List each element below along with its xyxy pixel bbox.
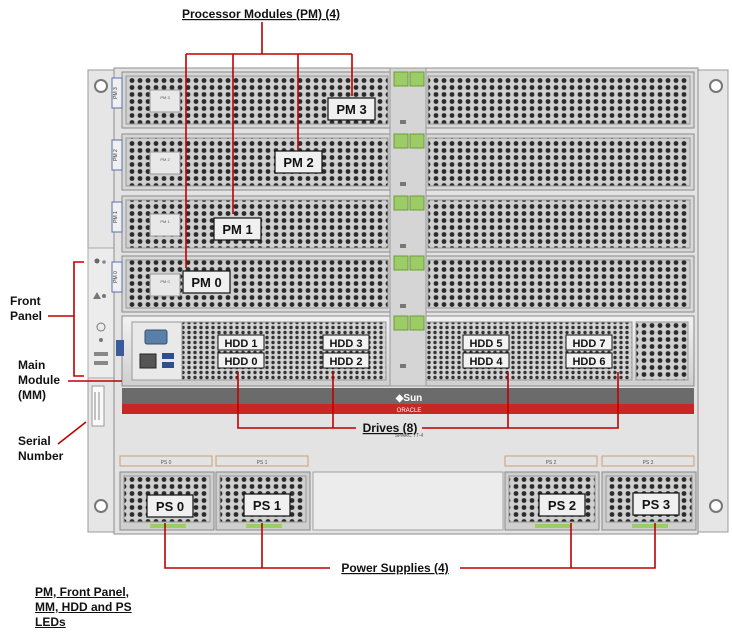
svg-text:PS 0: PS 0 (161, 460, 172, 466)
hdd-tag-hdd6: HDD 6 (565, 352, 613, 369)
svg-text:HDD 3: HDD 3 (329, 338, 362, 350)
svg-text:PS 3: PS 3 (642, 497, 670, 512)
latch-tab[interactable] (393, 71, 409, 87)
pm-tag-pm0: PM 0 (182, 270, 231, 294)
ps-tag-ps2: PS 2 (538, 493, 586, 517)
latch-tab[interactable] (409, 133, 425, 149)
svg-text:HDD 1: HDD 1 (224, 338, 257, 350)
model-label: SPARC T7-4 (395, 433, 424, 439)
processor-modules-label: Processor Modules (PM) (4) (182, 7, 340, 21)
hdd-tag-hdd1: HDD 1 (217, 334, 265, 351)
latch-tab[interactable] (393, 195, 409, 211)
svg-text:HDD 5: HDD 5 (469, 338, 502, 350)
latch-tab[interactable] (409, 315, 425, 331)
svg-text:PM 3: PM 3 (336, 102, 366, 117)
svg-text:HDD 0: HDD 0 (224, 356, 257, 368)
serial-number-tag (91, 385, 105, 427)
usb-port-icon (162, 353, 174, 359)
front-panel (87, 247, 115, 379)
svg-text:PS 3: PS 3 (643, 460, 654, 466)
ps-blank-filler (312, 471, 504, 531)
ps-tags: PS 0 PS 1 PS 2 PS 3 (146, 492, 680, 518)
ps-tag-ps3: PS 3 (632, 492, 680, 516)
pm-tag-pm1: PM 1 (213, 217, 262, 241)
mm-led-icon (116, 340, 124, 356)
pm-tags: PM 3 PM 2 PM 1 PM 0 (182, 97, 376, 294)
svg-text:PS 2: PS 2 (548, 498, 576, 513)
latch-tab[interactable] (409, 71, 425, 87)
leds-link[interactable]: PM, Front Panel, MM, HDD and PS LEDs (35, 585, 132, 629)
svg-text:PS 1: PS 1 (257, 460, 268, 466)
hdd-tag-hdd7: HDD 7 (565, 334, 613, 351)
latch-tab[interactable] (409, 195, 425, 211)
svg-text:PS 0: PS 0 (156, 499, 184, 514)
callout-lines (48, 22, 656, 569)
svg-text:PM 3: PM 3 (113, 87, 119, 99)
rack-ear-right (697, 69, 729, 533)
svg-text:HDD 2: HDD 2 (329, 356, 362, 368)
pm-side-badge: PM 3 (111, 77, 123, 109)
latch-tab[interactable] (393, 315, 409, 331)
center-latch-column (389, 67, 427, 387)
ps-tag-ps0: PS 0 (146, 494, 194, 518)
svg-text:HDD 4: HDD 4 (469, 356, 503, 368)
ps-tag-ps1: PS 1 (243, 493, 291, 517)
brand-band: ◆Sun ORACLE SPARC T7-4 (122, 388, 694, 439)
hdd-tag-hdd5: HDD 5 (462, 334, 510, 351)
svg-text:HDD 7: HDD 7 (572, 338, 605, 350)
svg-text:PM 1: PM 1 (113, 211, 119, 223)
latch-tab[interactable] (393, 133, 409, 149)
svg-text:PS 1: PS 1 (253, 498, 281, 513)
front-panel-label: Front Panel (10, 294, 43, 323)
pm-tag-pm3: PM 3 (327, 97, 376, 121)
vga-port (144, 329, 168, 345)
pm-slot-label: PM 2 (160, 157, 170, 162)
svg-text:PM 2: PM 2 (113, 149, 119, 161)
svg-text:PS 2: PS 2 (546, 460, 557, 466)
svg-text:HDD 6: HDD 6 (572, 356, 605, 368)
latch-tab[interactable] (409, 255, 425, 271)
hdd-tags: HDD 1 HDD 0 HDD 3 HDD 2 HDD 5 HDD 4 HDD 7 HDD 6 (217, 334, 613, 369)
usb-port-icon (162, 362, 174, 368)
oracle-logo: ORACLE (397, 408, 422, 414)
serial-number-label: Serial Number (18, 434, 64, 463)
pm-side-badge: PM 2 (111, 139, 123, 171)
main-module-label: Main Module (MM) (18, 358, 60, 402)
hdd-tag-hdd4: HDD 4 (462, 352, 510, 369)
sun-logo: ◆Sun (395, 393, 423, 404)
pm-slot-label: PM 0 (160, 279, 170, 284)
svg-text:PM 0: PM 0 (191, 275, 221, 290)
svg-text:PM 2: PM 2 (283, 155, 313, 170)
svg-text:PM 0: PM 0 (113, 271, 119, 283)
pm-slot-label: PM 3 (160, 95, 170, 100)
network-port (139, 353, 157, 369)
svg-text:PM 1: PM 1 (222, 222, 252, 237)
hdd-tag-hdd0: HDD 0 (217, 352, 265, 369)
pm-side-badge: PM 0 (111, 261, 123, 293)
power-supplies-label: Power Supplies (4) (341, 561, 448, 575)
hdd-tag-hdd3: HDD 3 (322, 334, 370, 351)
pm-side-badge: PM 1 (111, 201, 123, 233)
pm-tag-pm2: PM 2 (274, 150, 323, 174)
drives-label: Drives (8) (363, 421, 418, 435)
hdd-tag-hdd2: HDD 2 (322, 352, 370, 369)
latch-tab[interactable] (393, 255, 409, 271)
pm-slot-label: PM 1 (160, 219, 170, 224)
